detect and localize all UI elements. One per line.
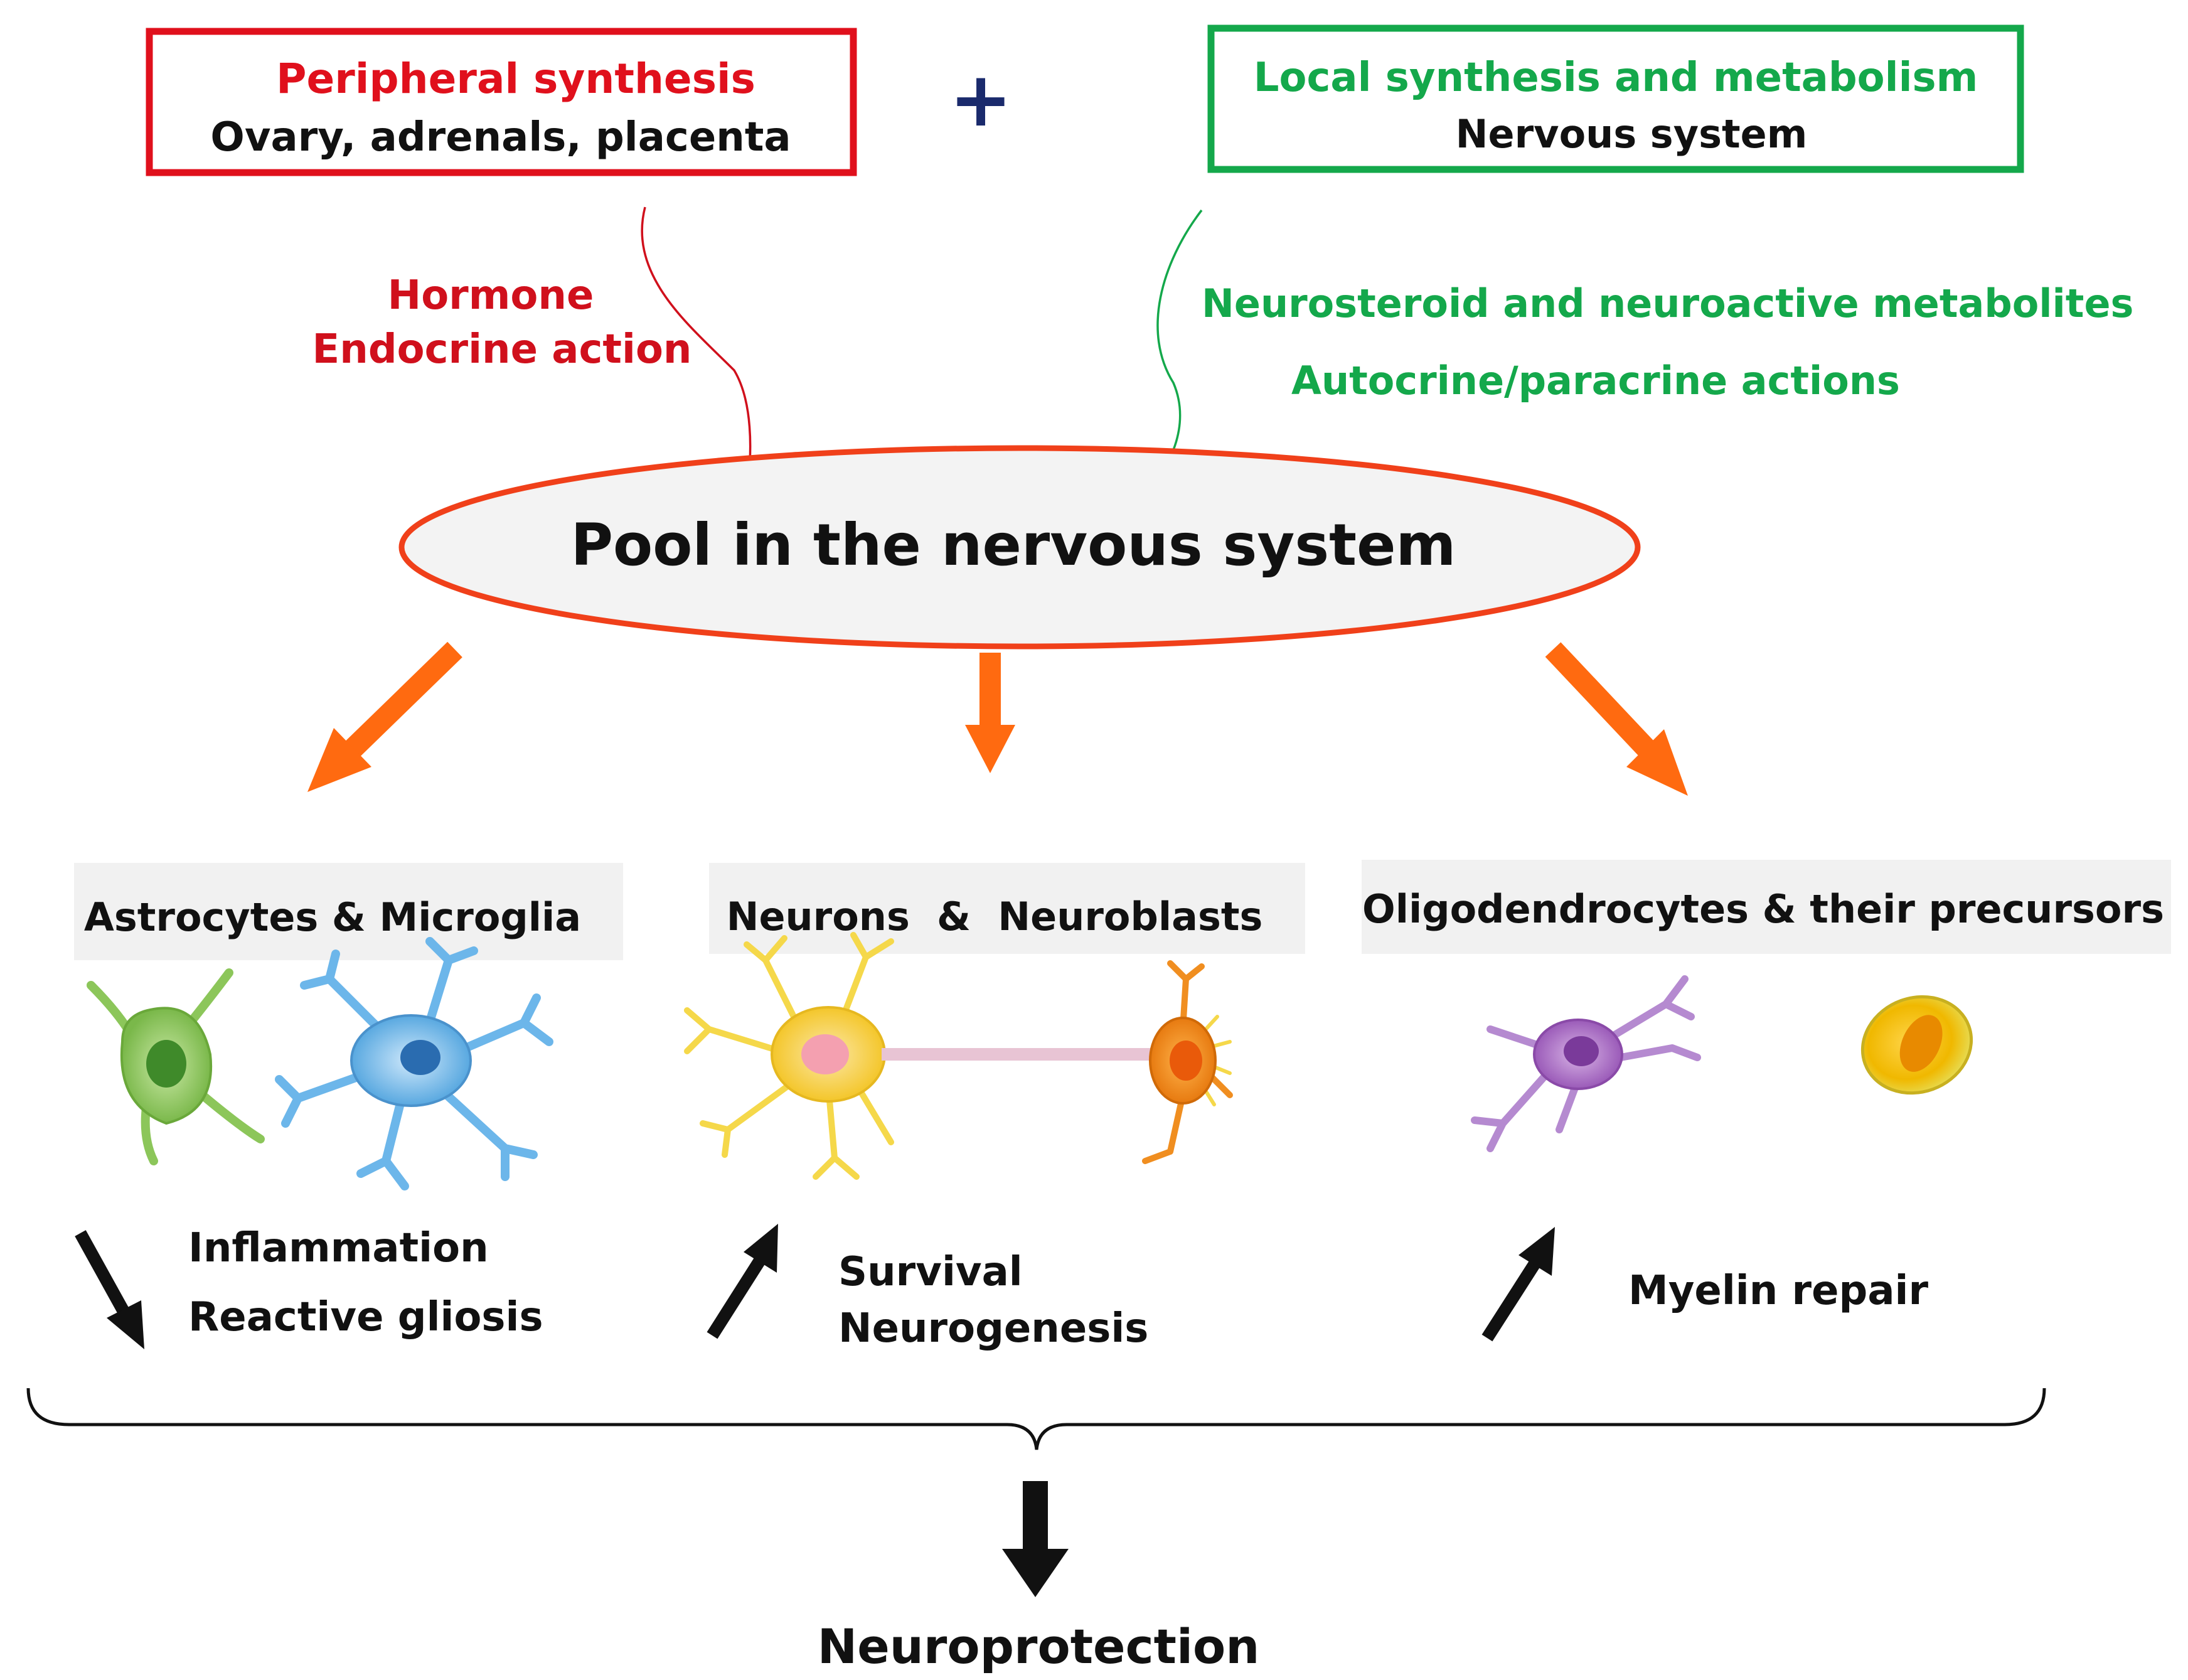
neurosteroid-metabolites-label: Neurosteroid and neuroactive metabolites xyxy=(1202,281,2133,326)
microglia-cell-icon xyxy=(275,937,553,1190)
pool-label: Pool in the nervous system xyxy=(571,511,1456,579)
astrocyte-cell-icon xyxy=(87,968,265,1165)
neuron-cell-icon xyxy=(684,932,1232,1180)
local-synthesis-box xyxy=(1207,24,2024,173)
precursor-cell-icon xyxy=(1860,995,1973,1095)
astro-micro-header-bg xyxy=(74,863,623,960)
peripheral-synthesis-title: Peripheral synthesis xyxy=(276,55,755,103)
oligodendrocytes-precursors-header: Oligodendrocytes & their precursors xyxy=(1362,886,2164,932)
local-synthesis-nervous-system: Nervous system xyxy=(1456,111,1808,157)
inflammation-effect: Inflammation xyxy=(188,1225,489,1271)
neuroblast-cell-icon xyxy=(1142,960,1233,1164)
neuroprotection-outcome: Neuroprotection xyxy=(818,1618,1260,1674)
hormone-flow-arrow xyxy=(641,206,759,487)
myelin-repair-effect: Myelin repair xyxy=(1628,1268,1928,1314)
peripheral-synthesis-box xyxy=(146,28,857,176)
endocrine-action-label: Endocrine action xyxy=(312,326,692,373)
branch-arrow-right xyxy=(1545,642,1688,796)
branch-arrow-center xyxy=(965,653,1015,773)
increase-arrow-icon xyxy=(1481,1227,1555,1342)
neurons-neuroblasts-header-bg xyxy=(709,863,1305,954)
local-synthesis-title: Local synthesis and metabolism xyxy=(1254,55,1978,101)
increase-arrow-icon xyxy=(707,1224,778,1339)
astrocytes-microglia-header: Astrocytes & Microglia xyxy=(84,894,581,940)
decrease-arrow-icon xyxy=(75,1230,144,1349)
reactive-gliosis-effect: Reactive gliosis xyxy=(188,1294,543,1340)
neurosteroid-flow-arrow xyxy=(1146,209,1203,492)
branch-arrow-left xyxy=(307,641,462,792)
outcome-arrow-icon xyxy=(1002,1481,1069,1597)
neurons-neuroblasts-header: Neurons & Neuroblasts xyxy=(727,894,1263,939)
plus-sign: + xyxy=(949,56,1013,144)
neurogenesis-effect: Neurogenesis xyxy=(838,1305,1148,1352)
autocrine-paracrine-label: Autocrine/paracrine actions xyxy=(1291,358,1900,404)
survival-effect: Survival xyxy=(838,1249,1023,1295)
nervous-system-pool xyxy=(398,445,1641,650)
oligodendrocyte-cell-icon xyxy=(1471,975,1701,1152)
oligodendrocytes-header-bg xyxy=(1362,860,2171,954)
hormone-label: Hormone xyxy=(388,272,594,319)
peripheral-synthesis-organs: Ovary, adrenals, placenta xyxy=(210,114,791,161)
summary-bracket xyxy=(26,1388,2046,1450)
